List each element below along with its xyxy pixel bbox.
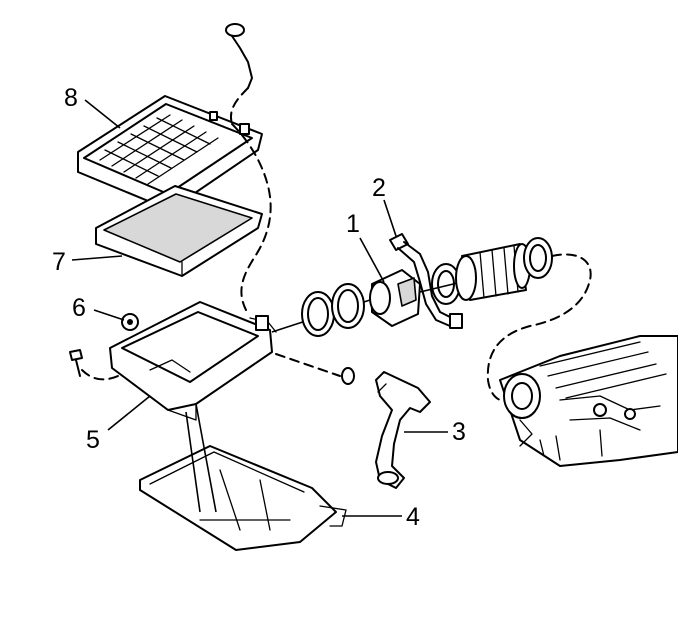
leader-6 — [93, 309, 125, 321]
leader-2 — [383, 199, 397, 237]
alignment-line — [275, 353, 341, 377]
callout-3: 3 — [452, 418, 466, 446]
leader-7 — [71, 255, 123, 261]
hose-clamp-1 — [301, 291, 335, 337]
leader-5 — [107, 395, 151, 431]
callout-7: 7 — [52, 248, 66, 276]
leader-1 — [359, 237, 385, 283]
callout-5: 5 — [86, 426, 100, 454]
callout-6: 6 — [72, 294, 86, 322]
heat-shield-tray — [139, 403, 347, 551]
hose-clamp-2 — [331, 283, 365, 329]
harness-connector-top — [225, 23, 253, 125]
breather-hose — [341, 367, 431, 489]
air-filter-element — [95, 185, 263, 277]
leader-8 — [84, 99, 121, 129]
engine-throttle-body — [499, 335, 678, 467]
callout-8: 8 — [64, 84, 78, 112]
callout-1: 1 — [346, 210, 360, 238]
hose-clamp-3 — [431, 263, 461, 305]
air-cleaner-housing — [109, 301, 277, 421]
air-cleaner-lid — [77, 95, 263, 211]
hose-clamp-4 — [523, 237, 553, 279]
callout-4: 4 — [406, 503, 420, 531]
mounting-bolt — [69, 349, 119, 381]
sensor-harness — [389, 233, 463, 329]
mass-airflow-sensor — [369, 269, 421, 327]
harness-wire-right — [486, 253, 592, 402]
callout-2: 2 — [372, 174, 386, 202]
grommet-clip — [121, 313, 139, 331]
intake-duct — [455, 243, 531, 301]
harness-wire — [231, 123, 272, 311]
